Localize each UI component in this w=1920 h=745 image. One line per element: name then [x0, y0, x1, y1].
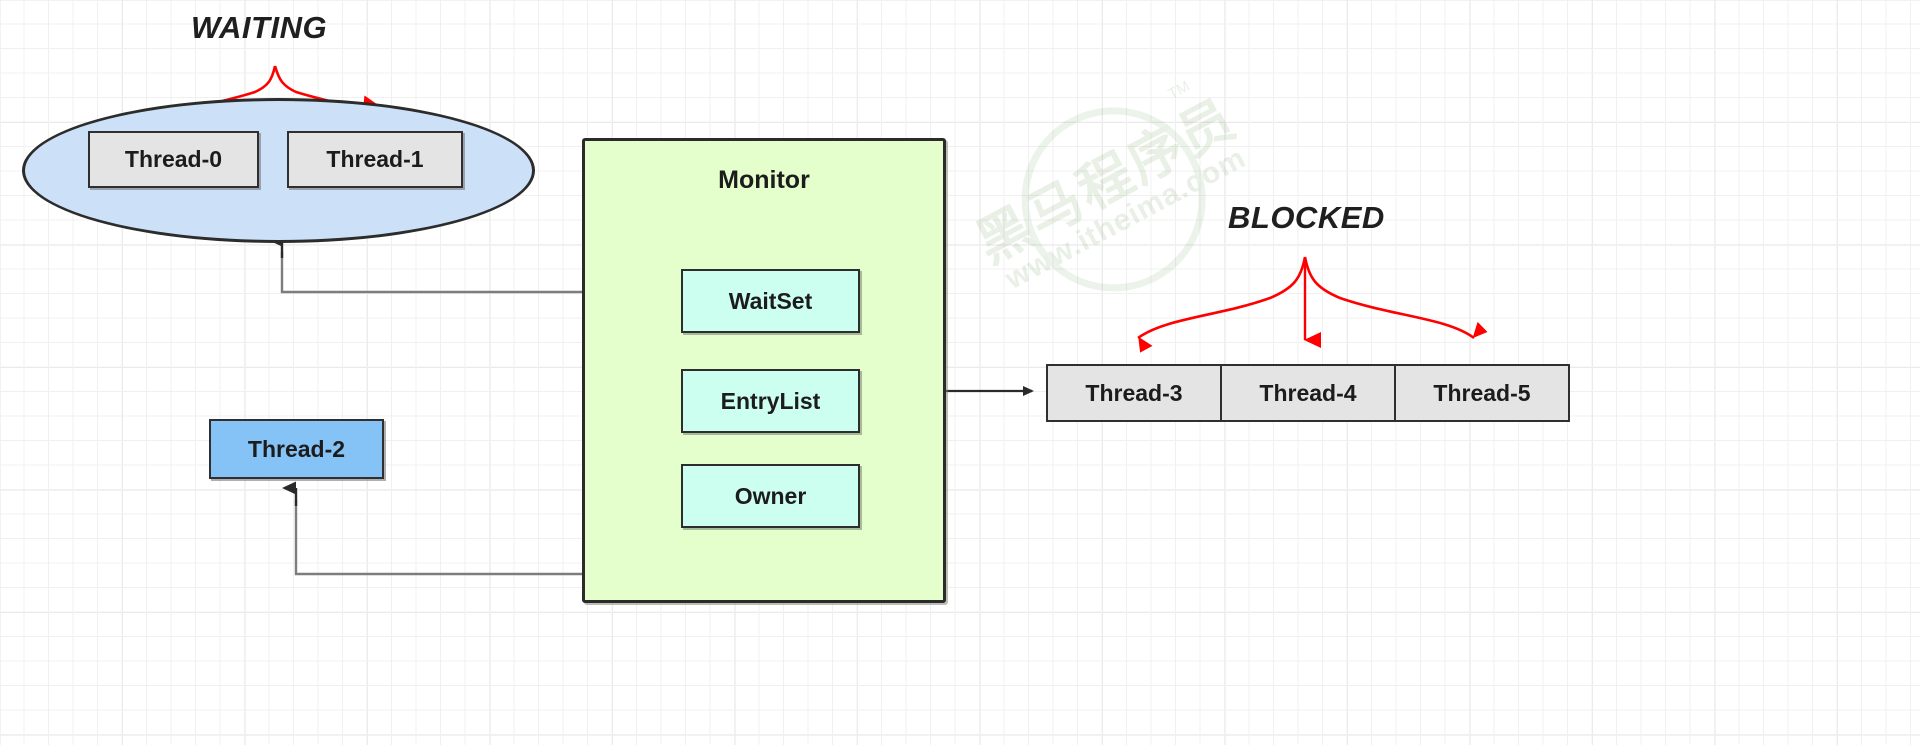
blocked-thread-row: Thread-3 Thread-4 Thread-5 — [1046, 364, 1570, 422]
blocked-state-label: BLOCKED — [1228, 200, 1385, 235]
thread-box-thread-3[interactable]: Thread-3 — [1046, 364, 1220, 422]
thread-box-thread-0[interactable]: Thread-0 — [88, 131, 259, 188]
monitor-container: Monitor WaitSet EntryList Owner — [582, 138, 946, 603]
monitor-title: Monitor — [718, 166, 810, 194]
waiting-state-label: WAITING — [191, 10, 328, 45]
thread-box-thread-2[interactable]: Thread-2 — [209, 419, 384, 479]
monitor-slot-entrylist[interactable]: EntryList — [681, 369, 860, 433]
monitor-slot-owner[interactable]: Owner — [681, 464, 860, 528]
thread-box-thread-5[interactable]: Thread-5 — [1394, 364, 1570, 422]
thread-box-thread-4[interactable]: Thread-4 — [1220, 364, 1394, 422]
monitor-slot-waitset[interactable]: WaitSet — [681, 269, 860, 333]
thread-box-thread-1[interactable]: Thread-1 — [287, 131, 463, 188]
